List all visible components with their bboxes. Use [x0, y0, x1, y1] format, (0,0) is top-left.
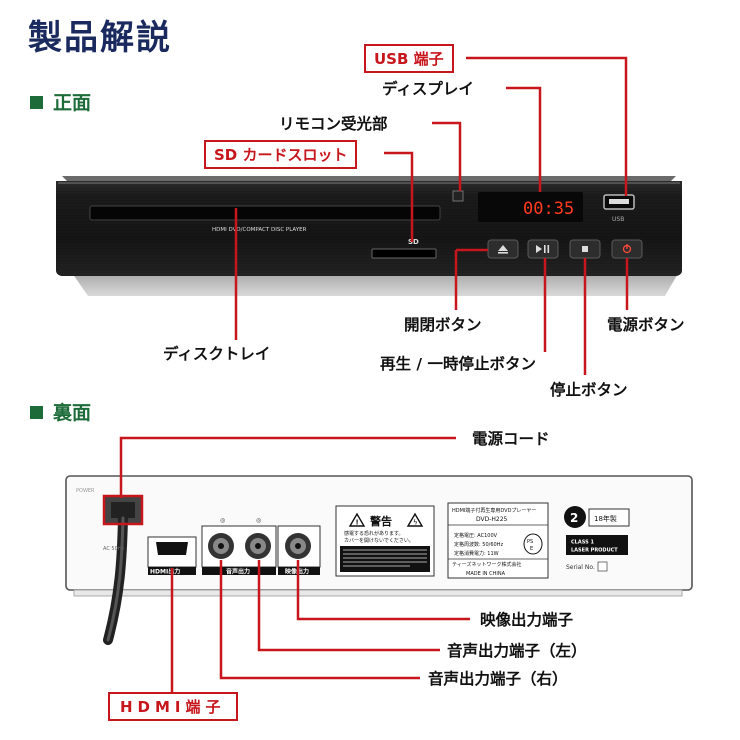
section-back-label: 裏面	[53, 402, 92, 424]
callout-play-pause-button: 再生 / 一時停止ボタン	[380, 355, 536, 373]
usb-port-text: USB	[612, 216, 624, 223]
spec-power: 定格消費電力: 11W	[454, 550, 499, 557]
made-in: MADE IN CHINA	[466, 571, 506, 577]
back-device: POWER AC 50Hz HDMI出力 ◎ ◎ 音声出力 映像出力 ! ϟ 警…	[65, 475, 693, 645]
callout-remote-sensor: リモコン受光部	[279, 115, 388, 133]
panel-brand-text: HDMI DVD/COMPACT DISC PLAYER	[212, 227, 307, 233]
callout-power-button: 電源ボタン	[607, 316, 685, 334]
sd-slot-text: SD	[408, 238, 419, 246]
remote-sensor	[452, 190, 464, 202]
square-bullet-icon	[30, 96, 43, 109]
laser-product: LASER PRODUCT	[571, 548, 618, 554]
section-front-label: 正面	[53, 92, 92, 114]
section-back: 裏面	[30, 398, 91, 425]
recycle-icon	[564, 506, 586, 528]
warning-line-1: 感電する恐れがあります。	[344, 530, 404, 537]
callout-audio-left: 音声出力端子（左）	[447, 642, 587, 660]
eject-button	[487, 239, 519, 259]
hdmi-output-label: HDMI出力	[150, 568, 180, 576]
warning-title: 警告	[369, 514, 392, 528]
svg-text:AC 50Hz: AC 50Hz	[103, 546, 125, 552]
power-button	[611, 239, 643, 259]
svg-text:2: 2	[570, 511, 578, 525]
callout-disc-tray: ディスクトレイ	[163, 345, 271, 363]
callout-hdmi-port: HDMI端子	[108, 692, 238, 721]
callout-eject-button: 開閉ボタン	[404, 316, 482, 334]
callout-audio-right: 音声出力端子（右）	[428, 670, 568, 688]
callout-sd-slot: SD カードスロット	[204, 140, 358, 169]
play-pause-button	[527, 239, 559, 259]
svg-text:◎: ◎	[220, 517, 225, 524]
svg-text:PS: PS	[527, 539, 533, 545]
svg-text:POWER: POWER	[76, 488, 95, 494]
serial-label: Serial No.	[566, 564, 595, 571]
product-name: HDMI端子付再生専用DVDプレーヤー	[452, 507, 536, 514]
spec-voltage: 定格電圧: AC100V	[454, 532, 498, 539]
display-readout: 00:35	[523, 199, 574, 219]
svg-text:E: E	[530, 546, 533, 552]
model-number: DVD-H225	[476, 516, 508, 523]
front-callout-lines	[234, 56, 629, 375]
sd-card-slot	[371, 248, 437, 259]
svg-text:ϟ: ϟ	[413, 519, 418, 527]
section-front: 正面	[30, 88, 91, 115]
callout-stop-button: 停止ボタン	[550, 381, 628, 399]
display-window	[478, 192, 583, 222]
audio-output-label: 音声出力	[226, 568, 250, 576]
warning-line-2: カバーを開けないでください。	[344, 537, 414, 544]
callout-usb-port: USB 端子	[364, 44, 454, 73]
year-badge: 18年製	[594, 514, 617, 523]
page-title: 製品解説	[28, 18, 172, 58]
laser-class: CLASS 1	[571, 540, 594, 546]
svg-text:!: !	[356, 519, 359, 527]
callout-video-output: 映像出力端子	[480, 611, 574, 629]
spec-frequency: 定格周波数: 50/60Hz	[454, 541, 503, 548]
pse-mark-icon	[523, 533, 543, 555]
front-device: HDMI DVD/COMPACT DISC PLAYER SD 00:35 US…	[56, 176, 682, 296]
callout-power-cord: 電源コード	[472, 430, 550, 448]
svg-text:◎: ◎	[256, 517, 261, 524]
company-name: ティーズネットワーク株式会社	[452, 561, 521, 568]
back-callout-lines	[102, 436, 470, 692]
square-bullet-icon	[30, 406, 43, 419]
callout-display: ディスプレイ	[382, 80, 474, 98]
stop-button	[569, 239, 601, 259]
